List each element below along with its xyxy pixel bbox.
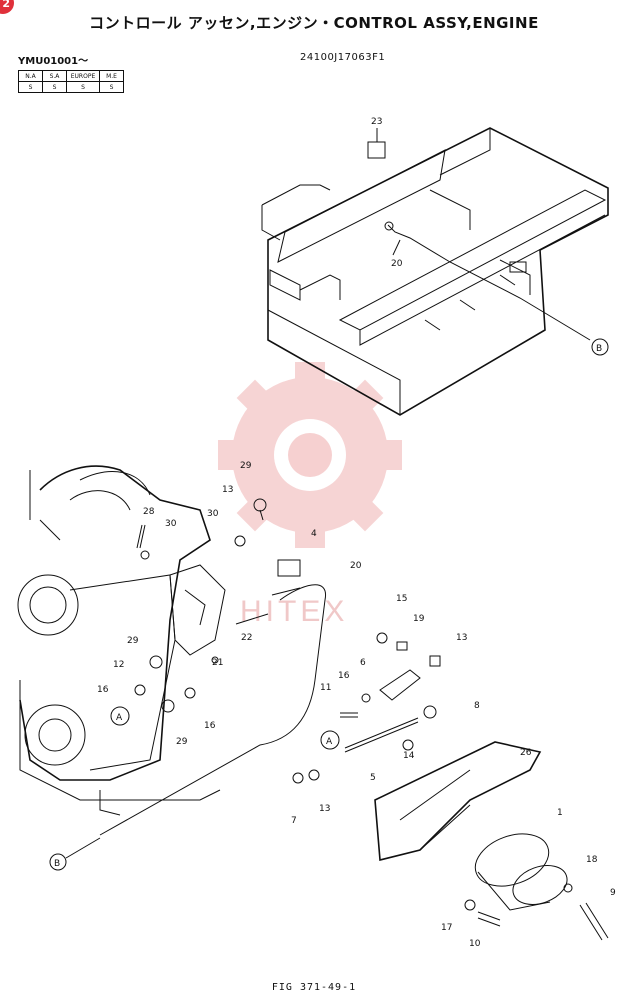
callout-30-left: 30: [165, 519, 177, 529]
callout-23: 23: [371, 117, 382, 127]
callout-12: 12: [113, 660, 124, 670]
lower-control-cable: [99, 584, 326, 836]
bracket-26: [374, 741, 542, 862]
callout-20-lower: 20: [350, 561, 362, 571]
figure-label: FIG 371-49-1: [271, 982, 357, 993]
ref-b-circle-lower: [49, 853, 67, 871]
callout-17: 17: [441, 923, 452, 933]
callout-16-left: 16: [97, 685, 109, 695]
bolt-9: [579, 902, 609, 941]
page-badge: 2: [0, 0, 14, 14]
callout-1: 1: [557, 808, 563, 818]
callout-b-upper: B: [596, 344, 602, 354]
callout-16-upper: 13: [222, 485, 233, 495]
callout-8: 8: [474, 701, 480, 711]
upper-control-cable: [387, 224, 591, 341]
callout-15: 15: [396, 594, 407, 604]
callout-16-low: 16: [204, 721, 216, 731]
callout-5: 5: [370, 773, 376, 783]
callout-14: 14: [403, 751, 415, 761]
callout-26: 26: [520, 748, 532, 758]
callout-7: 7: [291, 816, 297, 826]
callout-19: 19: [413, 614, 425, 624]
serial-range: YMU01001～: [18, 56, 89, 67]
watermark-text: HITEX: [240, 595, 349, 628]
callout-13-low: 13: [319, 804, 330, 814]
ref-b-circle-upper: [591, 338, 609, 356]
pin-27: [136, 524, 146, 549]
lever-bracket-21: [169, 564, 226, 656]
callout-a-right: A: [326, 737, 333, 747]
callout-21: 21: [212, 658, 223, 668]
callout-a-left: A: [116, 713, 123, 723]
motor-1: [474, 833, 568, 911]
callout-29-upper: 29: [240, 461, 252, 471]
region-header-me: M.E: [99, 70, 124, 82]
callout-28: 29: [127, 636, 139, 646]
region-value-me: S: [99, 81, 124, 93]
part-23-plate: [367, 141, 386, 159]
ref-a-circle-right: [320, 730, 340, 750]
callout-4: 4: [311, 529, 317, 539]
callout-22: 22: [241, 633, 252, 643]
callout-9: 9: [610, 888, 616, 898]
callout-27: 28: [143, 507, 155, 517]
callout-6: 6: [360, 658, 366, 668]
callout-30-right: 30: [207, 509, 219, 519]
bolt-10: [477, 911, 501, 927]
callout-13-right: 13: [456, 633, 467, 643]
part-code: 24100J17063F1: [300, 52, 386, 63]
callout-20-upper: 20: [391, 259, 403, 269]
part-4-block: [277, 559, 301, 577]
floor-frame-drawing: [261, 127, 609, 416]
callout-29-lower: 29: [176, 737, 188, 747]
bolt-11: [340, 712, 358, 718]
region-table: N.A S.A EUROPE M.E S S S S: [18, 70, 124, 93]
callout-b-lower: B: [54, 859, 60, 869]
callout-16-mid: 16: [338, 671, 350, 681]
ref-a-circle-left: [110, 706, 130, 726]
callout-18: 18: [586, 855, 598, 865]
callout-11: 11: [320, 683, 331, 693]
part-22: [235, 613, 269, 625]
rod-5: [344, 717, 419, 753]
page-title: コントロール アッセン,エンジン・CONTROL ASSY,ENGINE: [89, 14, 539, 32]
callout-10: 10: [469, 939, 481, 949]
lever-6: [379, 669, 421, 701]
